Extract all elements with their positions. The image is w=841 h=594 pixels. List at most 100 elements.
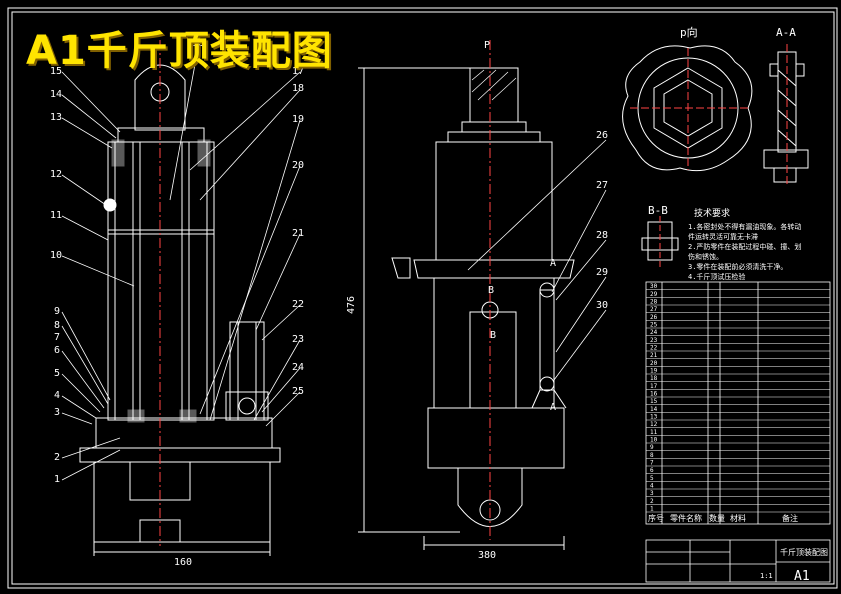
callout-14: 14 [50,89,62,100]
bom-row-number: 25 [650,322,658,329]
bom-row-number: 12 [650,421,658,428]
callout-27: 27 [596,180,608,191]
tech-req-line-6: 4.千斤顶试压检验 [688,272,745,281]
callout-10: 10 [50,250,62,261]
callout-1: 1 [54,474,60,485]
bom-row-number: 27 [650,306,658,313]
tech-req-title: 技术要求 [694,207,730,219]
tech-req-line-4: 伤和锈蚀。 [688,252,723,261]
bom-row-number: 9 [650,444,654,451]
callout-22: 22 [292,299,304,310]
bom-row-number: 22 [650,345,658,352]
callout-26: 26 [596,130,608,141]
title-block [645,539,831,583]
callout-17: 17 [292,66,304,77]
bom-header: 序号 零件名称 数量 材料 备注 [648,513,798,523]
bom-row-number: 28 [650,299,658,306]
ram-hatch [471,69,517,101]
callout-11: 11 [50,210,62,221]
bom-row-number: 8 [650,452,654,459]
bom-row-number: 20 [650,360,658,367]
left-callout-leaders [61,71,135,481]
callout-16: 16 [192,38,204,49]
bom-row-number: 29 [650,291,658,298]
callout-19: 19 [292,114,304,125]
bom-row-number: 24 [650,329,658,336]
a-a-label: A-A [776,26,796,39]
left-section-view [79,40,281,556]
bom-row-number: 5 [650,475,654,482]
p-view-label: p向 [680,25,698,39]
bom-row-number: 23 [650,337,658,344]
bom-header-material: 材料 [730,513,746,523]
right-callout-leaders [169,47,301,427]
tech-req-line-2: 件运转灵活可靠无卡滞 [688,232,758,241]
tech-req-line-1: 1.各密封处不得有漏油现象。各转动 [688,222,801,231]
tech-req-line-5: 3.零件在装配前必须清洗干净。 [688,262,787,271]
title-block-sheet: A1 [794,569,810,584]
front-view-labels: P 476 380 B B A A [346,40,556,561]
bom-row-number: 3 [650,490,654,497]
callout-12: 12 [50,169,62,180]
title-block-scale: 1:1 [760,572,773,580]
bom-row-number: 17 [650,383,658,390]
bom-row-number: 18 [650,375,658,382]
inner-frame [11,11,835,585]
bom-row-number: 1 [650,506,654,513]
callout-23: 23 [292,334,304,345]
a-a-view [763,44,809,186]
b-b-label: B-B [648,204,668,217]
callout-9: 9 [54,306,60,317]
bom-header-no: 序号 [648,513,664,523]
bom-row-number: 4 [650,483,654,490]
section-b-bottom: B [490,330,496,341]
callout-7: 7 [54,332,60,343]
bom-row-number: 26 [650,314,658,321]
bom-header-qty: 数量 [709,513,725,523]
callout-20: 20 [292,160,304,171]
callout-30: 30 [596,300,608,311]
bom-row-number: 16 [650,391,658,398]
bom-row-number: 11 [650,429,658,436]
bom-row-number: 30 [650,283,658,290]
technical-requirements: 技术要求 1.各密封处不得有漏油现象。各转动 件运转灵活可靠无卡滞 2.严防零件… [688,207,801,281]
bill-of-materials [645,281,831,525]
callout-4: 4 [54,390,60,401]
section-a-top: A [550,258,556,269]
p-arrow-label: P [484,40,490,51]
bom-row-number: 2 [650,498,654,505]
dim-160: 160 [174,557,192,568]
front-callout-leaders [467,139,607,381]
section-a-bottom: A [550,402,556,413]
bom-header-note: 备注 [782,513,798,523]
bom-row-number: 15 [650,398,658,405]
drawing-title: A1千斤顶装配图 [26,28,333,74]
b-b-view [641,216,679,268]
front-callout-labels: 26 27 28 29 30 [596,130,608,311]
section-b-top: B [488,285,494,296]
callout-18: 18 [292,83,304,94]
callout-21: 21 [292,228,304,239]
callout-5: 5 [54,368,60,379]
bom-row-number: 14 [650,406,658,413]
bom-row-number: 7 [650,460,654,467]
tech-req-line-3: 2.严防零件在装配过程中碰、撞、划 [688,242,801,251]
callout-13: 13 [50,112,62,123]
dim-380: 380 [478,550,496,561]
bom-row-number: 6 [650,467,654,474]
callout-3: 3 [54,407,60,418]
callout-8: 8 [54,320,60,331]
front-view [358,40,575,550]
callout-2: 2 [54,452,60,463]
bom-row-number: 10 [650,437,658,444]
outer-frame [7,7,838,589]
callout-29: 29 [596,267,608,278]
bom-header-name: 零件名称 [670,513,702,523]
bom-row-number: 19 [650,368,658,375]
title-block-name: 千斤顶装配图 [780,547,828,557]
bom-row-number: 21 [650,352,658,359]
callout-6: 6 [54,345,60,356]
callout-15: 15 [50,66,62,77]
callout-25: 25 [292,386,304,397]
bom-row-number: 13 [650,414,658,421]
